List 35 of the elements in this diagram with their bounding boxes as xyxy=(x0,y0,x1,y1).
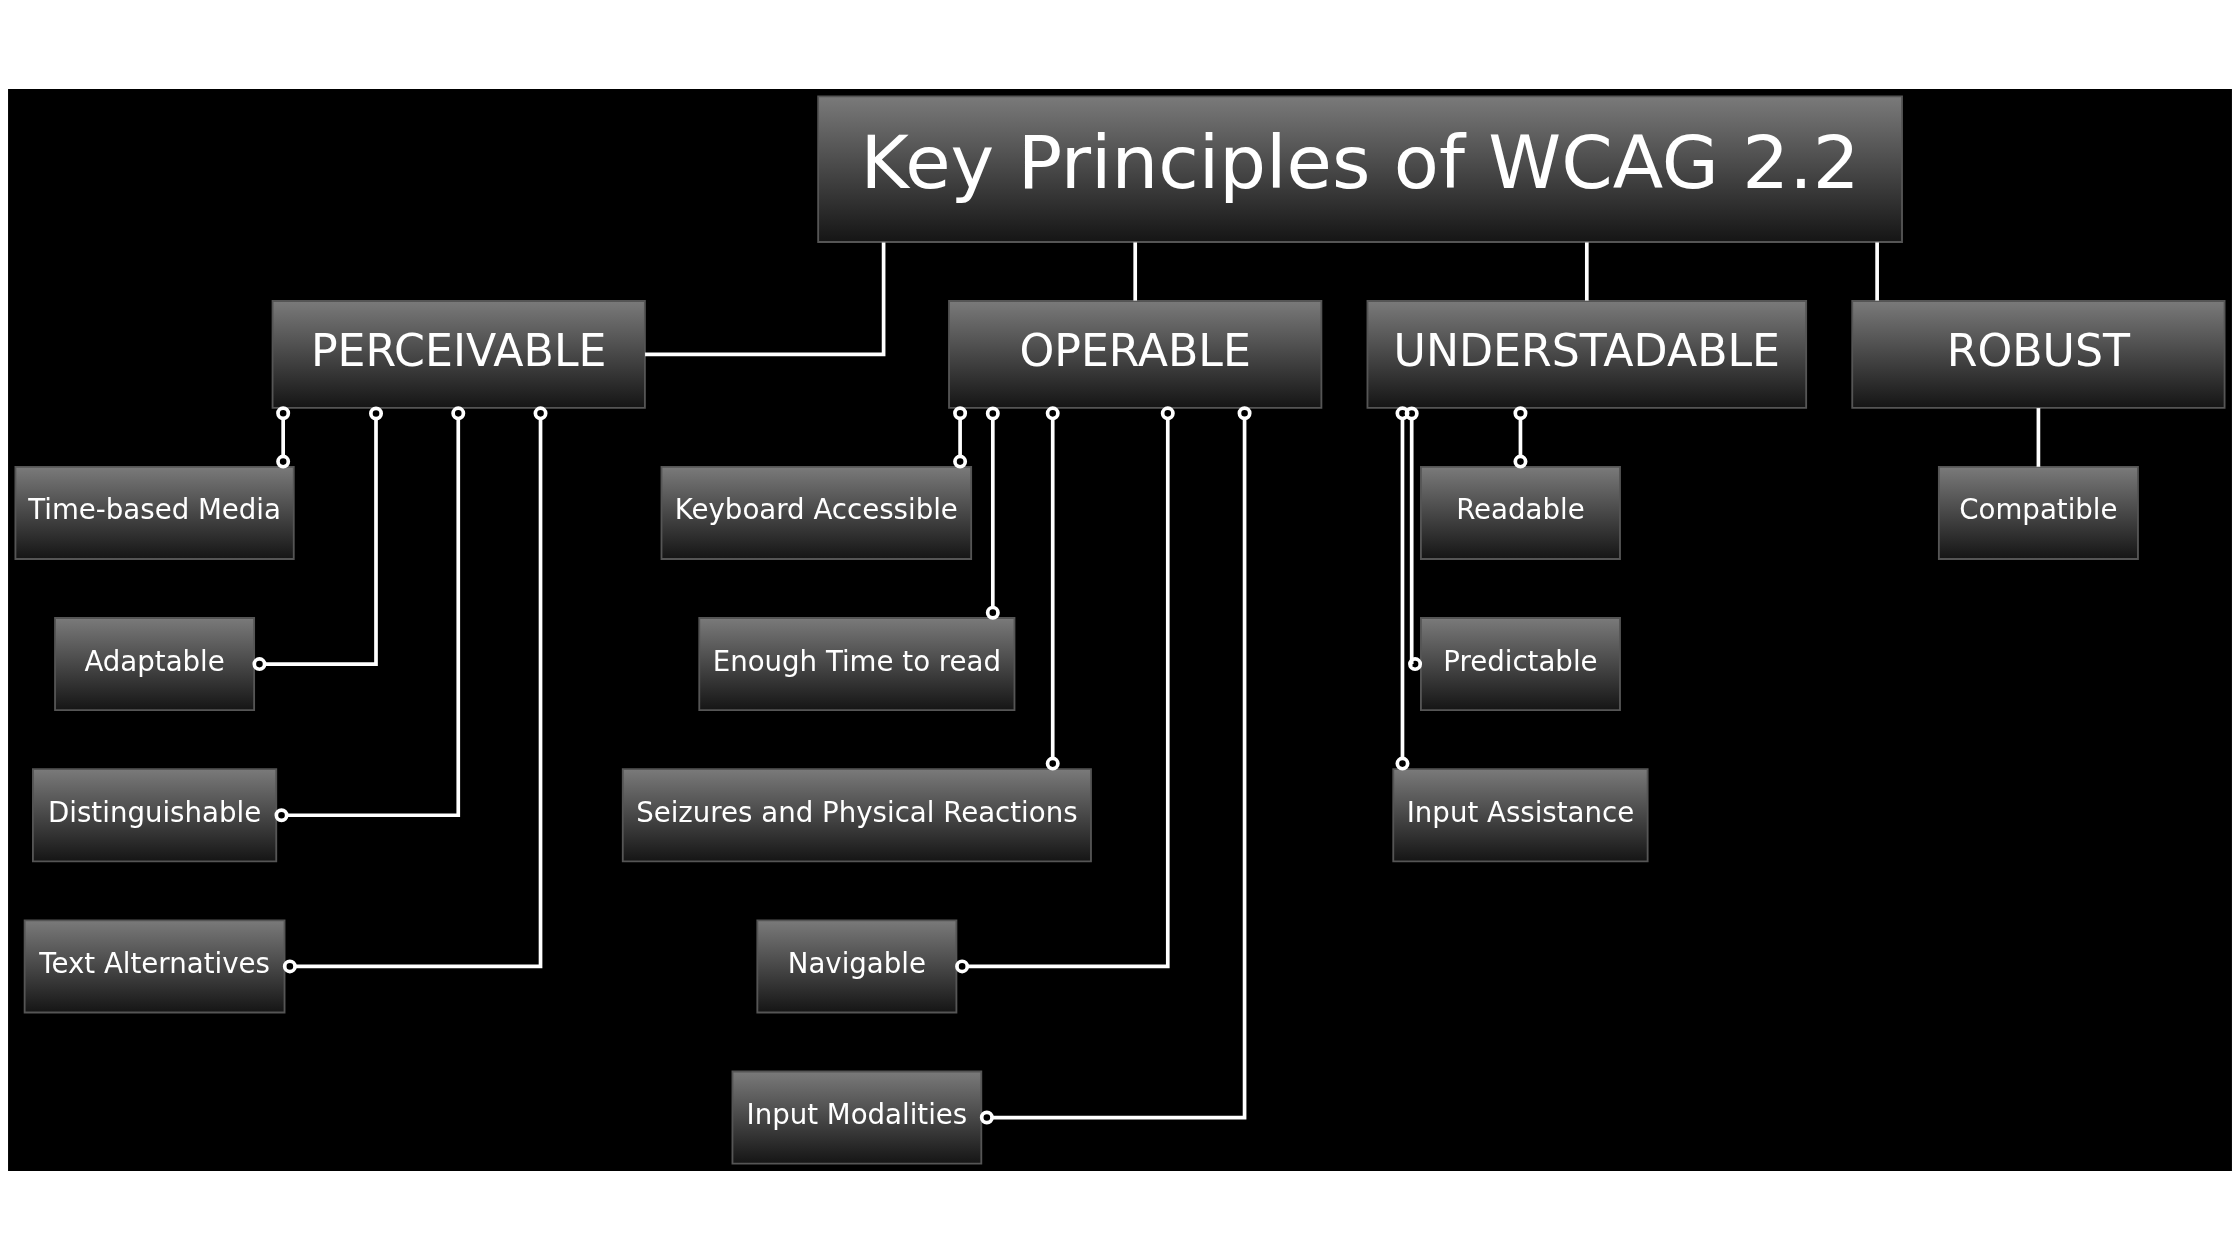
node-box: UNDERSTADABLE xyxy=(1366,300,1808,409)
node-box: Key Principles of WCAG 2.2 xyxy=(817,95,1903,243)
node-box: Predictable xyxy=(1420,617,1621,712)
connector xyxy=(645,242,886,357)
node-box: Enough Time to read xyxy=(698,617,1016,712)
connector xyxy=(2036,408,2041,467)
connector xyxy=(1584,242,1589,301)
node-box: ROBUST xyxy=(1851,300,2226,409)
node-box: Seizures and Physical Reactions xyxy=(621,768,1092,863)
connector xyxy=(955,406,1175,974)
connector xyxy=(979,406,1252,1125)
connector xyxy=(1404,406,1423,672)
node-box: Input Assistance xyxy=(1392,768,1649,863)
node-box: PERCEIVABLE xyxy=(271,300,646,409)
connector xyxy=(274,406,466,823)
node-box: Input Modalities xyxy=(731,1070,983,1165)
node-box: Navigable xyxy=(756,919,958,1014)
node-box: Distinguishable xyxy=(32,768,278,863)
node-box: Readable xyxy=(1420,465,1621,560)
node-box: OPERABLE xyxy=(948,300,1323,409)
connector xyxy=(953,406,968,469)
connector xyxy=(1875,242,1879,301)
node-box: Adaptable xyxy=(54,617,256,712)
connector xyxy=(985,406,1000,620)
node-box: Time-based Media xyxy=(14,465,295,560)
connector xyxy=(276,406,291,469)
node-box: Text Alternatives xyxy=(23,919,286,1014)
connector xyxy=(1395,406,1410,771)
connector xyxy=(252,406,384,672)
node-box: Keyboard Accessible xyxy=(660,465,973,560)
connector xyxy=(1513,406,1528,469)
node-box: Compatible xyxy=(1937,465,2139,560)
connector xyxy=(1133,242,1138,301)
connector xyxy=(1045,406,1060,771)
connector xyxy=(282,406,548,974)
